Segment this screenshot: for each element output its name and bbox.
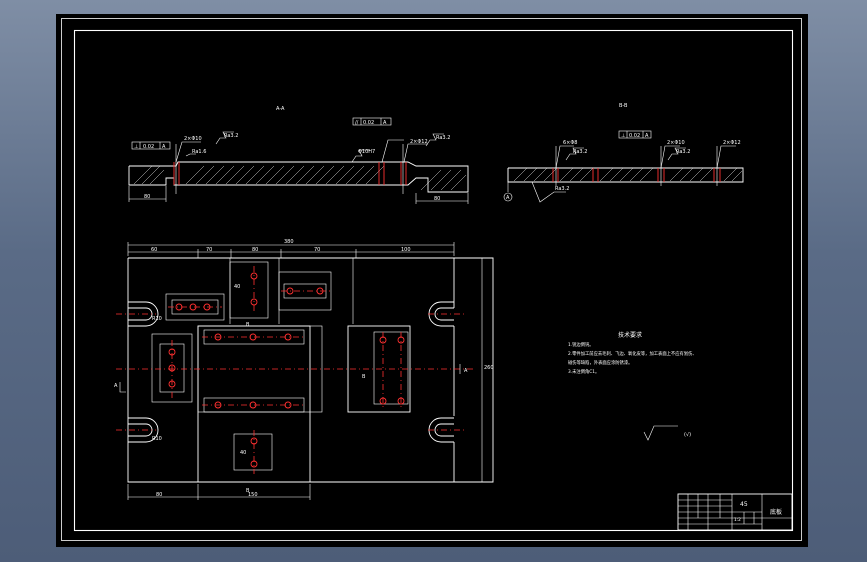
svg-text:B: B (246, 322, 250, 328)
svg-text:Ra1.6: Ra1.6 (192, 149, 206, 155)
title-part-name: 底板 (770, 508, 782, 516)
overall-width-dim: 380 (284, 239, 294, 245)
svg-text:A: A (162, 144, 166, 150)
section-b-view: B-B ⊥ 0.02 A 6×Φ8 Ra3.2 2×Φ10 (503, 103, 744, 203)
plan-view: 380 60 70 80 70 100 (114, 239, 494, 500)
section-a-label: A-A (276, 106, 285, 112)
svg-text:B: B (246, 488, 250, 494)
datum-label: A (506, 195, 510, 201)
svg-text:A: A (383, 120, 387, 126)
svg-text:40: 40 (240, 450, 246, 456)
section-b-label: B-B (619, 103, 628, 109)
svg-text:150: 150 (248, 492, 258, 498)
svg-text:Φ10H7: Φ10H7 (358, 149, 375, 155)
svg-text:0.02: 0.02 (363, 120, 374, 126)
svg-text:Ra3.2: Ra3.2 (573, 149, 587, 155)
tech-item-2: 2.零件加工前应去毛刺、飞边、氧化皮等，加工表面上不应有划伤、 (568, 350, 697, 357)
svg-text:⊥: ⊥ (621, 133, 625, 139)
svg-text:2×Φ12: 2×Φ12 (410, 139, 428, 145)
cad-viewport[interactable]: A-A 80 80 (56, 14, 808, 547)
svg-text:6×Φ8: 6×Φ8 (563, 140, 578, 146)
outer-frame (61, 18, 802, 541)
section-a-dim-left: 80 (144, 194, 150, 200)
title-scale: 1:2 (734, 517, 741, 523)
svg-text:Ra3.2: Ra3.2 (676, 149, 690, 155)
tech-item-1: 1.锐边倒钝。 (568, 341, 594, 348)
section-a-hatch (133, 165, 467, 191)
svg-text:2×Φ10: 2×Φ10 (667, 140, 685, 146)
svg-text:2×Φ12: 2×Φ12 (723, 140, 741, 146)
svg-text:0.02: 0.02 (143, 144, 154, 150)
tech-item-3: 碰伤等缺陷，外表面应涂防锈漆。 (568, 359, 632, 366)
cad-drawing-canvas[interactable]: A-A 80 80 (56, 14, 808, 547)
tech-heading: 技术要求 (618, 331, 642, 339)
svg-text:80: 80 (252, 247, 258, 253)
inner-frame (73, 29, 794, 532)
tech-item-4: 3.未注倒角C1。 (568, 368, 599, 375)
svg-text:(√): (√) (684, 432, 691, 438)
svg-text:60: 60 (151, 247, 157, 253)
section-a-view: A-A 80 80 (128, 106, 469, 204)
technical-requirements: 技术要求 1.锐边倒钝。 2.零件加工前应去毛刺、飞边、氧化皮等，加工表面上不应… (568, 331, 697, 375)
svg-text:0.02: 0.02 (629, 133, 640, 139)
svg-text:R10: R10 (152, 436, 162, 442)
svg-text:40: 40 (234, 284, 240, 290)
svg-text:R10: R10 (152, 316, 162, 322)
svg-text://: // (355, 120, 359, 126)
title-material: 45 (740, 501, 748, 508)
title-block: 45 底板 1:2 (677, 493, 793, 531)
svg-text:B: B (362, 374, 366, 380)
svg-text:Ra3.2: Ra3.2 (555, 186, 569, 192)
svg-text:A: A (114, 383, 118, 389)
overall-height-dim: 260 (484, 365, 494, 371)
svg-text:70: 70 (314, 247, 320, 253)
svg-text:A: A (645, 133, 649, 139)
svg-text:100: 100 (401, 247, 411, 253)
svg-text:80: 80 (156, 492, 162, 498)
svg-text:⊥: ⊥ (134, 144, 138, 150)
svg-text:Ra3.2: Ra3.2 (436, 135, 450, 141)
section-a-dim-right: 80 (434, 196, 440, 202)
svg-text:2×Φ10: 2×Φ10 (184, 136, 202, 142)
roughness-note: (√) (643, 425, 691, 441)
svg-text:Ra3.2: Ra3.2 (224, 133, 238, 139)
svg-text:A: A (464, 368, 468, 374)
svg-text:70: 70 (206, 247, 212, 253)
